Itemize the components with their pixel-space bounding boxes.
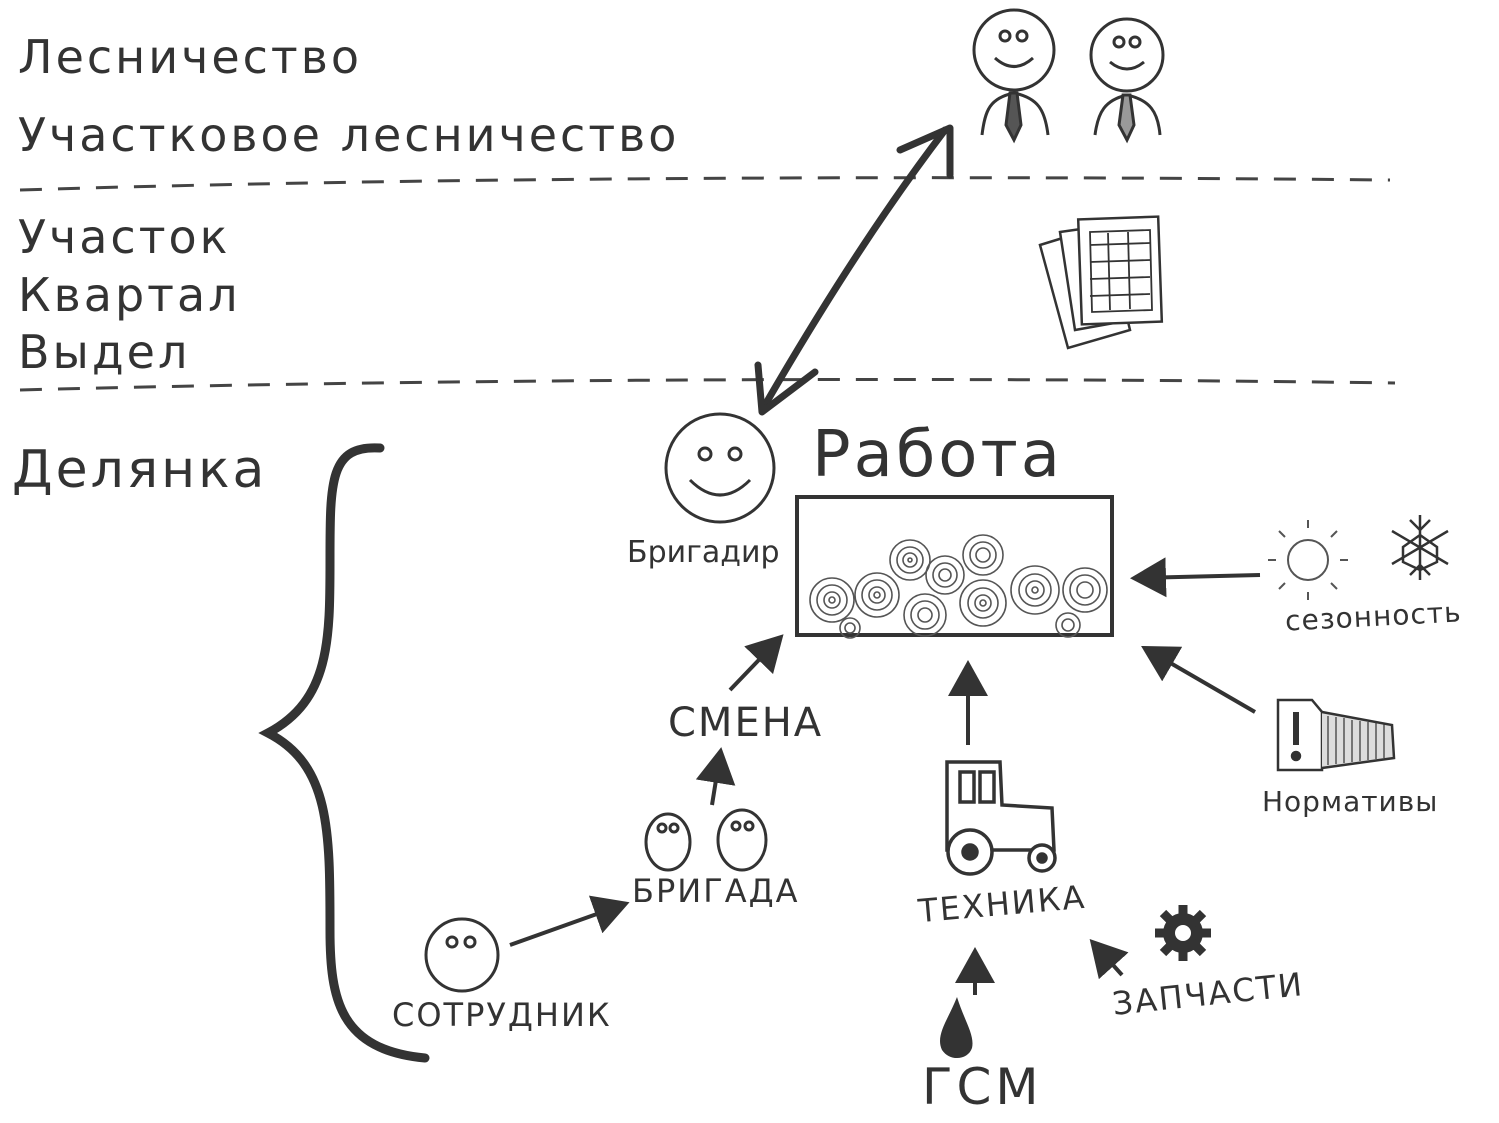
table-document-icon [1038, 215, 1164, 350]
norms-label: Нормативы [1262, 785, 1439, 818]
fuel-label: ГСМ [922, 1058, 1043, 1116]
level-plot: Участок [18, 210, 231, 264]
foreman-label: Бригадир [627, 535, 780, 570]
work-title: Работа [812, 418, 1063, 492]
shift-label: СМЕНА [668, 700, 824, 746]
tractor-icon [945, 760, 1057, 876]
level-quarter: Квартал [18, 268, 241, 322]
sun-icon [1268, 520, 1348, 600]
warning-document-stack-icon [1276, 698, 1396, 772]
employee-face-icon [424, 917, 500, 993]
smiley-face-icon [664, 412, 776, 524]
separator-line-middle [19, 377, 1396, 392]
employee-label: СОТРУДНИК [392, 996, 612, 1034]
snowflake-icon [1391, 515, 1449, 580]
two-men-in-ties-icon [972, 8, 1165, 144]
log-pile-icon [795, 495, 1114, 639]
curly-brace [258, 443, 430, 1063]
arrows [509, 557, 1261, 995]
separator-line-top [19, 176, 1391, 192]
gear-icon [1155, 905, 1211, 961]
level-forestry: Лесничество [18, 30, 362, 84]
brigade-faces-icon [644, 808, 768, 872]
fuel-drop-icon [940, 997, 973, 1059]
brigade-label: БРИГАДА [632, 872, 800, 910]
level-district-forestry: Участковое лесничество [18, 108, 680, 162]
level-cutting-area: Делянка [12, 440, 268, 500]
double-arrow [754, 124, 954, 416]
level-allotment: Выдел [18, 325, 191, 379]
